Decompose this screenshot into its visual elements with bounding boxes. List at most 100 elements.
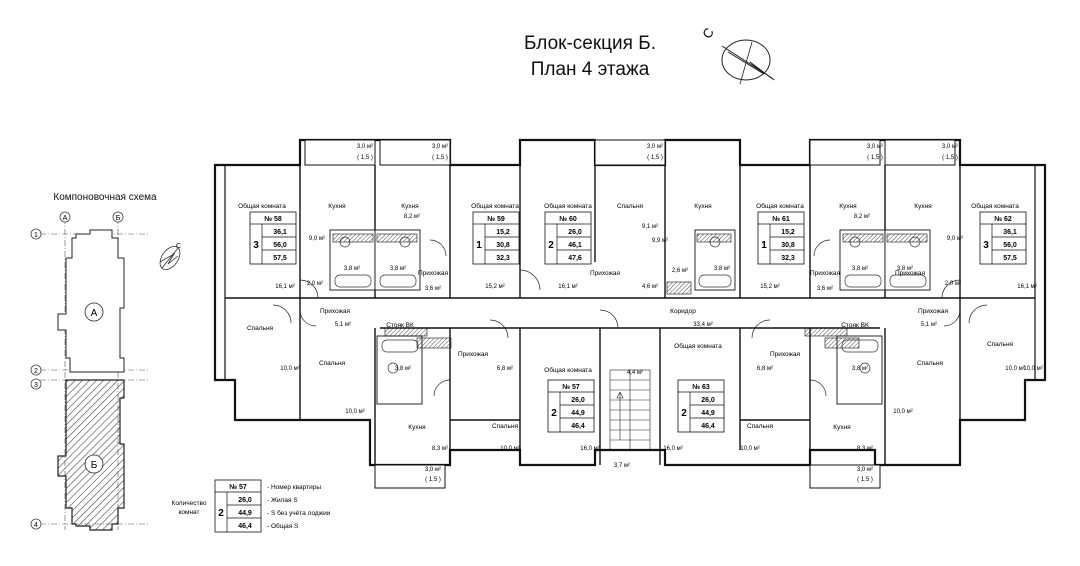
area-label: 33,4 м² bbox=[693, 322, 712, 328]
apartment-living-area: 15,2 bbox=[781, 229, 795, 236]
apartment-rooms: 1 bbox=[761, 240, 767, 251]
apartment-total-area: 47,6 bbox=[568, 255, 582, 262]
apartment-total-area: 46,4 bbox=[701, 423, 715, 430]
area-label: 2,0 м² bbox=[307, 281, 323, 287]
apartment-rooms: 2 bbox=[681, 408, 687, 419]
apartment-total-area: 57,5 bbox=[273, 255, 287, 262]
area-label: 8,2 м² bbox=[854, 214, 870, 220]
apartment-living-area: 15,2 bbox=[496, 229, 510, 236]
compositional-schema: А Б 1 2 3 4 А Б С bbox=[30, 211, 181, 531]
axis-label-b: Б bbox=[116, 215, 121, 222]
apartment-area-no-loggia: 44,9 bbox=[701, 410, 715, 417]
apartment-number: № 59 bbox=[487, 215, 505, 223]
room-label: Спальня bbox=[747, 423, 774, 430]
area-label: 16,1 м² bbox=[558, 284, 577, 290]
area-label: 10,0 м² bbox=[1023, 366, 1042, 372]
room-label: Общая комната bbox=[674, 342, 722, 350]
area-label: 10,0 м² bbox=[893, 409, 912, 415]
axis-label-a: А bbox=[63, 215, 68, 222]
area-label: 3,0 м² bbox=[425, 467, 441, 473]
apartment-living-area: 26,0 bbox=[568, 229, 582, 236]
area-label: 3,0 м² bbox=[357, 144, 373, 150]
apartment-living-area: 36,1 bbox=[1003, 229, 1017, 236]
room-label: Прихожая bbox=[895, 270, 926, 277]
area-label: 8,3 м² bbox=[857, 446, 873, 452]
room-label: Спальня bbox=[917, 360, 944, 367]
area-label: 5,1 м² bbox=[335, 322, 351, 328]
room-label: Кухня bbox=[328, 203, 346, 210]
room-label: Коридор bbox=[670, 308, 696, 315]
area-label: 3,6 м² bbox=[817, 286, 833, 292]
apartment-rooms: 2 bbox=[551, 408, 557, 419]
area-label: 10,0 м² bbox=[500, 446, 519, 452]
room-label: Стояк ВК bbox=[386, 322, 414, 329]
area-label: 16,1 м² bbox=[275, 284, 294, 290]
apartment-living-area: 36,1 bbox=[273, 229, 287, 236]
legend-no-loggia: 44,9 bbox=[238, 510, 252, 517]
room-label: Прихожая bbox=[418, 270, 449, 277]
room-label: Спальня bbox=[319, 360, 346, 367]
area-label: ( 1,5 ) bbox=[647, 155, 663, 161]
area-label: 3,7 м² bbox=[614, 463, 630, 469]
room-label: Кухня bbox=[833, 424, 851, 431]
area-label: ( 1,5 ) bbox=[942, 155, 958, 161]
area-label: 3,8 м² bbox=[897, 266, 913, 272]
legend-desc-total: - Общая S bbox=[267, 522, 299, 530]
legend-desc-living: - Жилая S bbox=[267, 497, 298, 504]
area-label: 3,0 м² bbox=[432, 144, 448, 150]
legend-desc-no-loggia: - S без учёта лоджии bbox=[267, 509, 331, 517]
apartment-total-area: 32,3 bbox=[781, 255, 795, 262]
area-label: 8,2 м² bbox=[404, 214, 420, 220]
schema-title: Компоновочная схема bbox=[53, 192, 157, 203]
room-label: Кухня bbox=[839, 203, 857, 210]
apartment-area-no-loggia: 30,8 bbox=[496, 242, 510, 249]
svg-text:С: С bbox=[176, 243, 181, 250]
area-label: 3,0 м² bbox=[647, 144, 663, 150]
area-label: ( 1,5 ) bbox=[432, 155, 448, 161]
room-label: Общая комната bbox=[238, 202, 286, 210]
apartment-area-no-loggia: 30,8 bbox=[781, 242, 795, 249]
area-label: 3,8 м² bbox=[852, 366, 868, 372]
area-label: ( 1,5 ) bbox=[425, 477, 441, 483]
area-label: 16,0 м² bbox=[663, 446, 682, 452]
axis-label-4: 4 bbox=[34, 522, 38, 529]
room-label: Кухня bbox=[401, 203, 419, 210]
area-label: 9,1 м² bbox=[642, 224, 658, 230]
room-label: Кухня bbox=[408, 424, 426, 431]
axis-marker-3 bbox=[30, 378, 42, 390]
legend-count-label-2: комнат bbox=[178, 509, 199, 516]
axis-marker-4 bbox=[30, 518, 42, 530]
area-label: 3,0 м² bbox=[857, 467, 873, 473]
area-label: 9,0 м² bbox=[309, 236, 325, 242]
axis-marker-b bbox=[112, 211, 124, 223]
sheet-subtitle: План 4 этажа bbox=[530, 59, 650, 80]
axis-label-1: 1 bbox=[34, 232, 38, 239]
legend-rooms: 2 bbox=[218, 508, 224, 519]
section-b-marker bbox=[84, 454, 104, 474]
area-label: 3,8 м² bbox=[714, 266, 730, 272]
area-label: 9,9 м² bbox=[652, 238, 668, 244]
area-label: 3,8 м² bbox=[390, 266, 406, 272]
apartment-living-area: 26,0 bbox=[571, 397, 585, 404]
area-label: 15,2 м² bbox=[760, 284, 779, 290]
section-b-label: Б bbox=[91, 460, 98, 471]
area-label: 5,1 м² bbox=[921, 322, 937, 328]
apartment-living-area: 26,0 bbox=[701, 397, 715, 404]
apartment-rooms: 1 bbox=[476, 240, 482, 251]
axis-marker-a bbox=[59, 211, 71, 223]
area-label: 16,0 м² bbox=[580, 446, 599, 452]
section-a-marker bbox=[84, 302, 104, 322]
area-label: 6,8 м² bbox=[497, 366, 513, 372]
axis-marker-1 bbox=[30, 228, 42, 240]
room-label: Общая комната bbox=[756, 202, 804, 210]
apartment-area-no-loggia: 46,1 bbox=[568, 242, 582, 249]
area-label: 4,6 м² bbox=[642, 284, 658, 290]
area-label: 10,0 м² bbox=[345, 409, 364, 415]
apartment-number: № 61 bbox=[772, 215, 790, 223]
apartment-rooms: 3 bbox=[253, 240, 259, 251]
legend-total: 46,4 bbox=[238, 523, 252, 530]
area-label: 2,6 м² bbox=[672, 268, 688, 274]
legend-desc-number: - Номер квартиры bbox=[267, 484, 321, 491]
